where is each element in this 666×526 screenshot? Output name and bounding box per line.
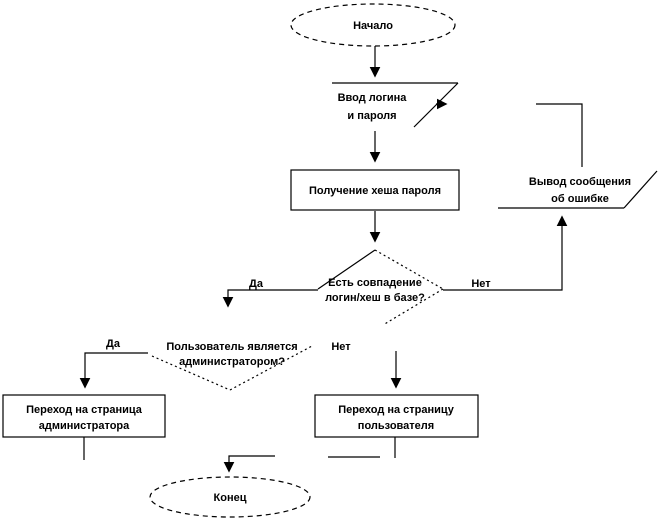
end-ellipse: [149, 476, 311, 518]
node-start: Начало: [290, 3, 456, 47]
get-hash-label: Получение хеша пароля: [309, 185, 441, 197]
admin-yes-line: [79, 352, 148, 389]
end-label: Конец: [214, 492, 247, 504]
node-input-credentials: Ввод логина и пароля: [332, 82, 459, 128]
admin-yes-label: Да: [106, 338, 121, 350]
user-page-label-line1: Переход на страницу: [338, 404, 455, 416]
node-user-page: Переход на страницу пользователя: [314, 394, 479, 438]
edge-admin-yes: Да: [79, 338, 148, 389]
admin-edge-bottomright: [229, 345, 313, 391]
error-label-line1: Вывод сообщения: [529, 176, 631, 188]
node-match-decision: Есть совпадение логин/хеш в базе?: [317, 249, 444, 326]
input-label-line1: Ввод логина: [338, 92, 408, 104]
match-no-label: Нет: [471, 278, 491, 290]
user-page-rect: [314, 394, 479, 438]
edge-match-yes: Да: [222, 278, 318, 308]
node-admin-decision: Пользователь является администратором?: [151, 341, 313, 391]
node-error-message: Вывод сообщения об ошибке: [498, 103, 658, 209]
match-edge-bottomright: [382, 288, 444, 326]
match-yes-label: Да: [249, 278, 264, 290]
edge-admin-no: Нет: [331, 341, 402, 389]
error-top-connector: [536, 103, 583, 167]
admin-page-label-line1: Переход на страница: [26, 404, 143, 416]
admin-no-label: Нет: [331, 341, 351, 353]
edge-into-end: [223, 455, 275, 473]
error-label-line2: об ошибке: [551, 193, 609, 205]
edge-match-no: Нет: [443, 215, 568, 291]
match-label-line1: Есть совпадение: [328, 277, 422, 289]
admin-label-line1: Пользователь является: [166, 341, 297, 353]
match-no-line: [443, 215, 568, 291]
start-ellipse: [290, 3, 456, 47]
match-yes-line: [222, 289, 318, 308]
admin-label-line2: администратором?: [179, 356, 285, 368]
match-label-line2: логин/хеш в базе?: [325, 292, 425, 304]
match-edge-topright: [374, 249, 444, 290]
input-diagonal-line: [413, 82, 459, 128]
node-get-hash: Получение хеша пароля: [290, 169, 460, 211]
error-diagonal-line: [623, 170, 658, 209]
node-admin-page: Переход на страница администратора: [2, 394, 166, 438]
input-label-line2: и пароля: [347, 110, 396, 122]
match-edge-topleft: [317, 249, 376, 290]
admin-page-label-line2: администратора: [39, 420, 130, 432]
admin-edge-bottomleft: [151, 355, 231, 391]
user-page-label-line2: пользователя: [358, 420, 434, 432]
node-end: Конец: [149, 476, 311, 518]
get-hash-rect: [290, 169, 460, 211]
start-label: Начало: [353, 20, 393, 32]
